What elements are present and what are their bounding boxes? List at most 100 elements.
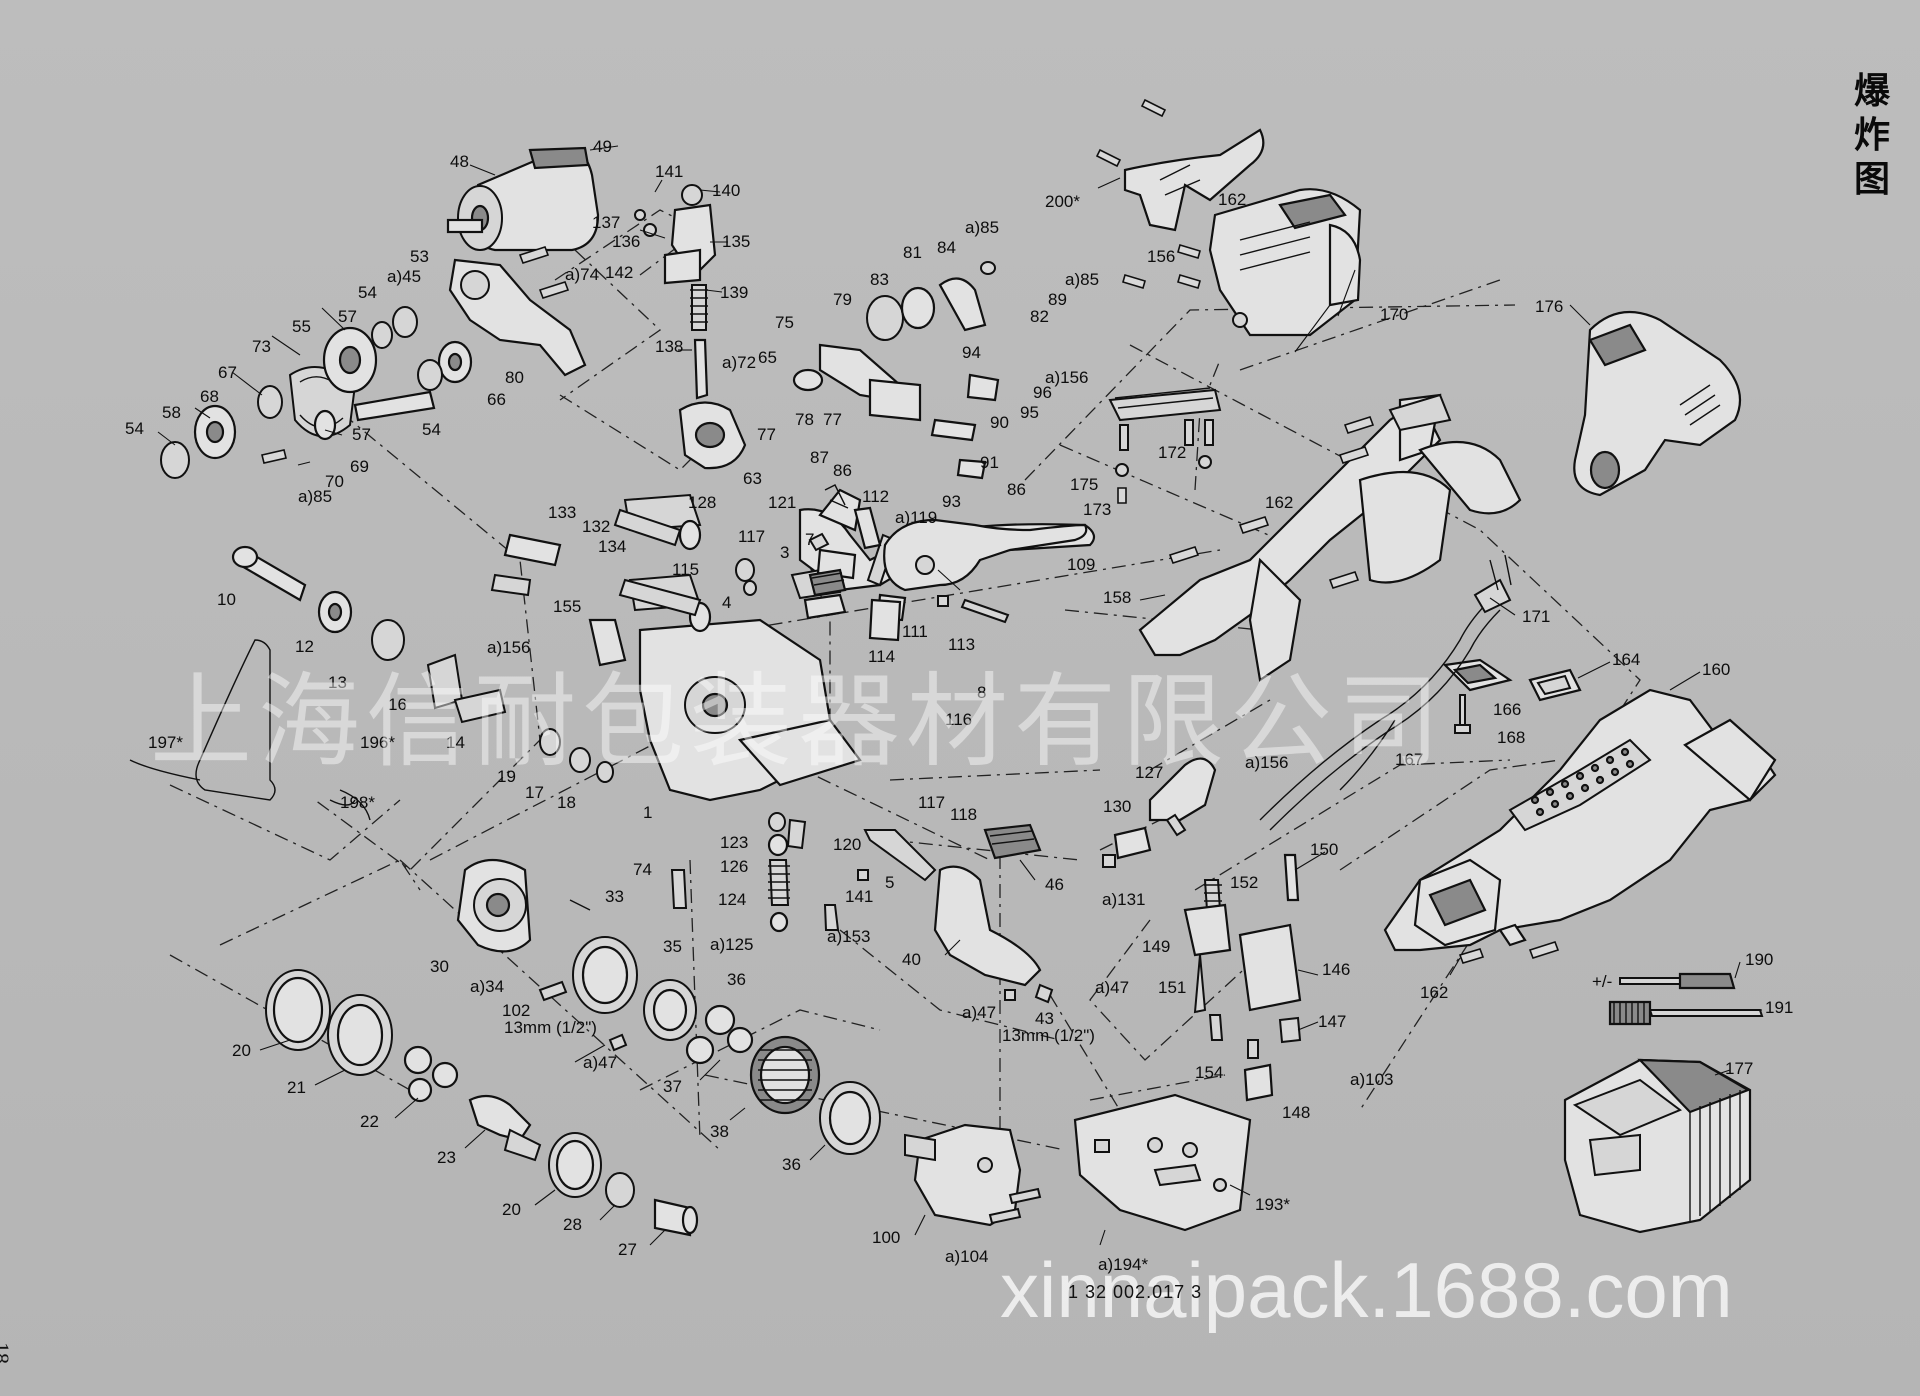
callout: a)85: [1065, 270, 1099, 289]
callout: 154: [1195, 1063, 1223, 1082]
callout: 77: [757, 425, 776, 444]
callout: 67: [218, 363, 237, 382]
callout: 7: [805, 530, 814, 549]
callout: 86: [833, 461, 852, 480]
callout: 75: [775, 313, 794, 332]
callout: a)104: [945, 1247, 988, 1266]
callout: 116: [945, 710, 972, 729]
shaft-group: [129, 545, 614, 821]
battery-group: [1563, 1058, 1752, 1234]
callout: 10: [217, 590, 236, 609]
callout: 13mm (1/2"): [1002, 1026, 1095, 1045]
callout: 196*: [360, 733, 395, 752]
callout: 38: [710, 1122, 729, 1141]
callout: 78: [795, 410, 814, 429]
callout: 49: [593, 137, 612, 156]
callout: 100: [872, 1228, 900, 1247]
callout: a)125: [710, 935, 753, 954]
callout: 95: [1020, 403, 1039, 422]
callout: 74: [633, 860, 652, 879]
callout: 91: [980, 453, 999, 472]
callout: 111: [902, 622, 928, 641]
callout: 22: [360, 1112, 379, 1131]
callout: 81: [903, 243, 922, 262]
callout: 90: [990, 413, 1009, 432]
callout: 191: [1765, 998, 1793, 1017]
callout: 168: [1497, 728, 1525, 747]
diagram-title-char: 图: [1853, 159, 1890, 200]
callout: 132: [582, 517, 610, 536]
callout: 141: [845, 887, 873, 906]
callout: 197*: [148, 733, 183, 752]
callout: 120: [833, 835, 861, 854]
callout: 93: [942, 492, 961, 511]
callout: 128: [688, 493, 716, 512]
page-number: 18: [0, 1342, 14, 1364]
callout: 21: [287, 1078, 306, 1097]
callout: 146: [1322, 960, 1350, 979]
callout: a)34: [470, 977, 504, 996]
callout-labels: 49 48 141 140 137 136 135 142 a)74 53 a)…: [125, 137, 1793, 1274]
callout: 65: [758, 348, 777, 367]
callout: 124: [718, 890, 746, 909]
callout: 175: [1070, 475, 1098, 494]
callout: 80: [505, 368, 524, 387]
callout: a)194*: [1098, 1255, 1148, 1274]
callout: 156: [1147, 247, 1175, 266]
callout: 16: [388, 695, 407, 714]
grip-dots: [1530, 747, 1635, 817]
callout: 113: [948, 635, 975, 654]
callout: 170: [1380, 305, 1408, 324]
callout: 12: [295, 637, 314, 656]
callout: a)85: [965, 218, 999, 237]
callout: 35: [663, 937, 682, 956]
motor-group: [160, 146, 600, 479]
footer-part-code: 1 32 002.017 3: [1068, 1282, 1203, 1302]
callout: 164: [1612, 650, 1640, 669]
callout: 150: [1310, 840, 1338, 859]
ring-gear-group: [265, 969, 699, 1237]
callout: 148: [1282, 1103, 1310, 1122]
callout: 167: [1395, 750, 1423, 769]
callout: a)156: [1045, 368, 1088, 387]
handle-housing-group: [1383, 688, 1777, 964]
callout: 70: [325, 472, 344, 491]
callout: 200*: [1045, 192, 1080, 211]
callout: a)74: [565, 265, 599, 284]
callout: 134: [598, 537, 626, 556]
callout: 55: [292, 317, 311, 336]
callout: 130: [1103, 797, 1131, 816]
callout: 172: [1158, 443, 1186, 462]
callout: 162: [1420, 983, 1448, 1002]
linkage-group: [634, 184, 717, 400]
right-small-parts-group: [1102, 757, 1302, 1102]
callout: 5: [885, 873, 894, 892]
callout: 43: [1035, 1009, 1054, 1028]
callout: 30: [430, 957, 449, 976]
callout: a)153: [827, 927, 870, 946]
callout: a)47: [1095, 978, 1129, 997]
callout: 127: [1135, 763, 1163, 782]
callout: 96: [1033, 383, 1052, 402]
callout: 137: [592, 213, 620, 232]
callout: 57: [338, 307, 357, 326]
callout: a)156: [487, 638, 530, 657]
watermark-company-name: 上海信耐包装器材有限公司: [150, 663, 1446, 782]
callout: 158: [1103, 588, 1131, 607]
callout: 133: [548, 503, 576, 522]
frame-group: [1108, 387, 1522, 682]
callout: 176: [1535, 297, 1563, 316]
callout: 162: [1218, 190, 1246, 209]
callout: 57: [352, 425, 371, 444]
callout: 3: [780, 543, 789, 562]
right-mid-parts-group: [1259, 554, 1582, 831]
callout: 54: [125, 419, 144, 438]
callout: 115: [672, 560, 699, 579]
callout: 109: [1067, 555, 1095, 574]
callout: 69: [350, 457, 369, 476]
callout: 117: [918, 793, 945, 812]
callout: +/-: [1592, 972, 1612, 991]
callout: 54: [358, 283, 377, 302]
top-cover-group: [1095, 98, 1362, 337]
